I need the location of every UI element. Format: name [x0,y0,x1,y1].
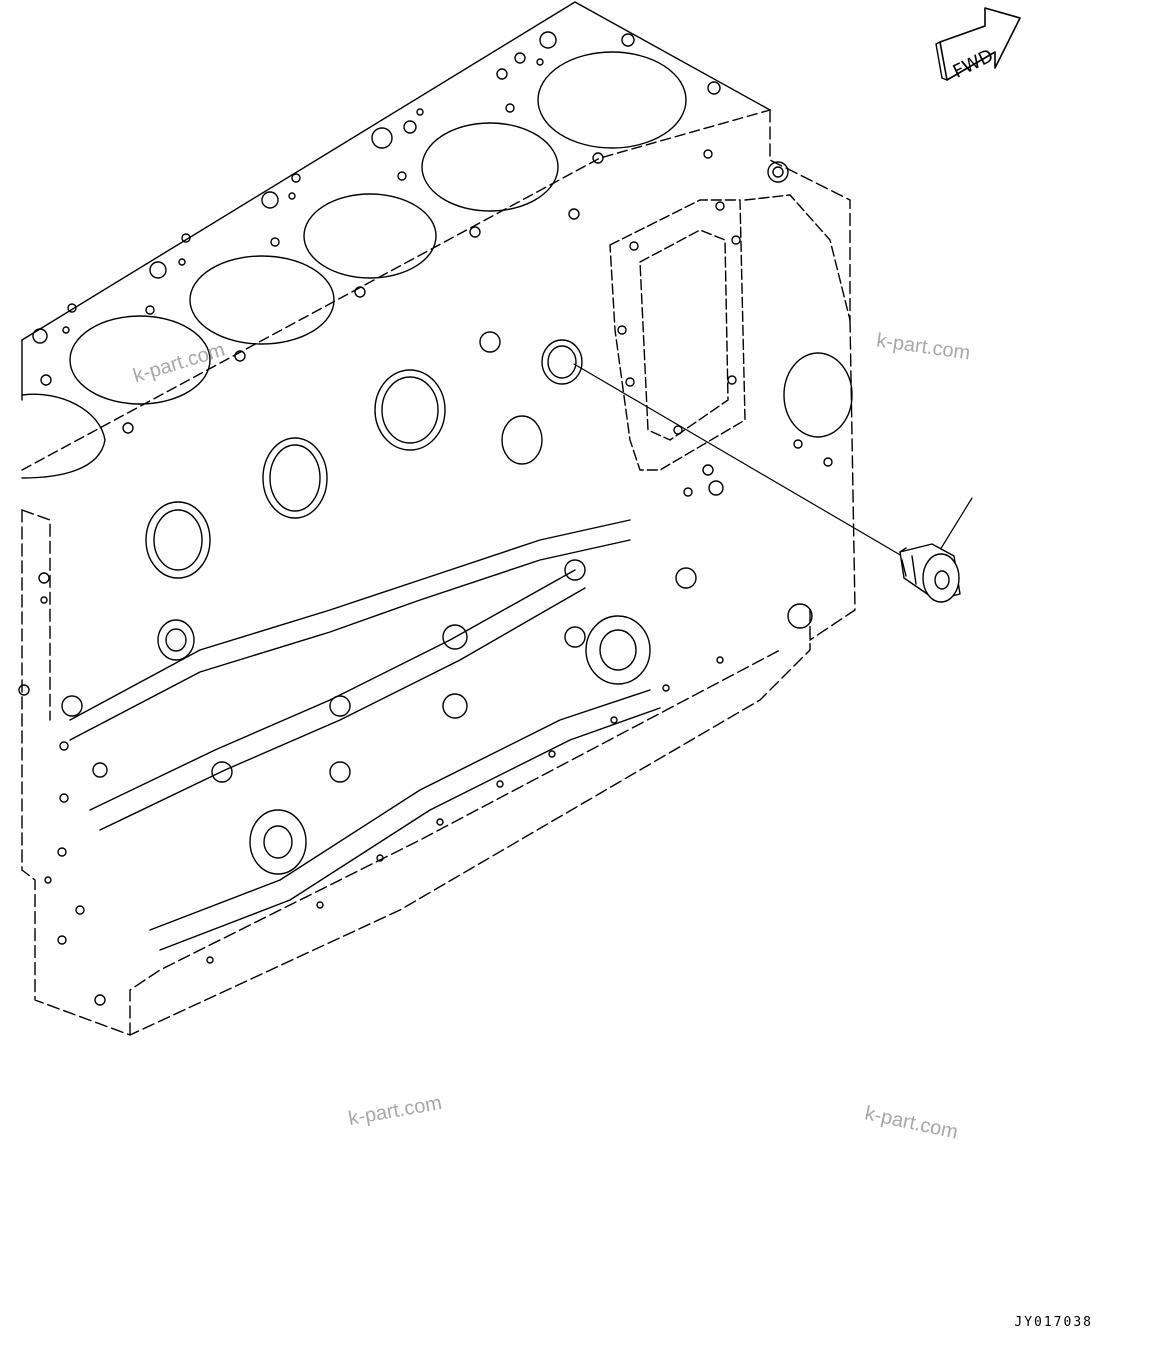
cylinder-deck [21,1,771,479]
front-plate-holes [617,161,833,497]
cylinder-bore [303,193,437,279]
fwd-arrow-icon: FWD [935,7,1021,83]
cylinder-bore [69,315,211,405]
side-bolt-holes [18,572,724,1006]
cylinder-bore [537,51,687,149]
bearing-bosses [145,339,853,875]
cylinder-bore [189,255,335,345]
cylinder-bore [421,122,559,212]
block-side-face [21,109,856,1036]
drawing-code: JY017038 [1014,1315,1093,1330]
callout-line [939,497,973,551]
front-plate [609,194,851,471]
fwd-label: FWD [950,45,997,82]
leader-line [573,363,903,557]
plug-part [899,543,961,603]
oil-gallery [61,331,813,951]
